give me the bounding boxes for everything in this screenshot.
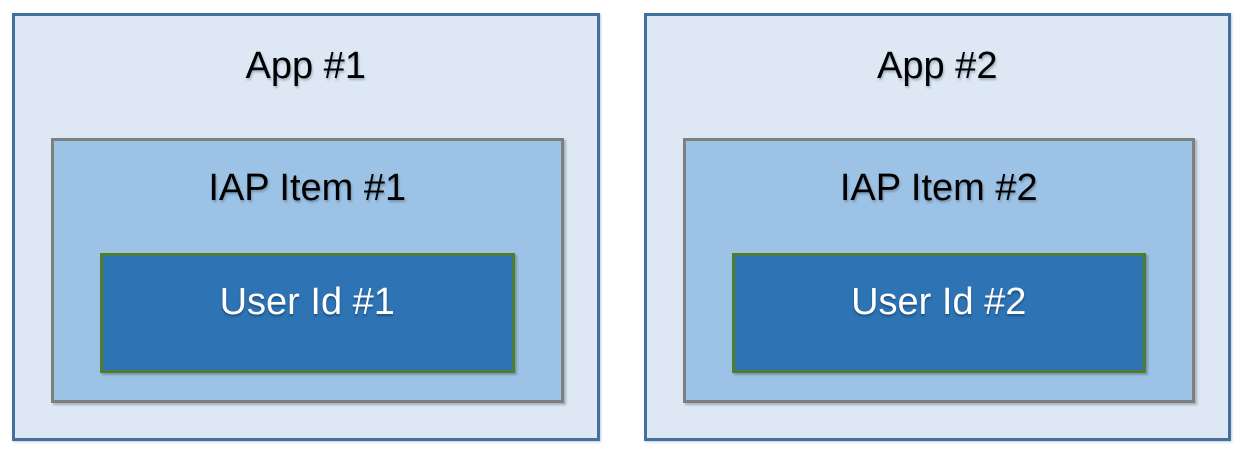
user-id-1-title: User Id #1	[219, 281, 395, 323]
user-id-1-box: User Id #1	[100, 253, 515, 373]
app-1-box: App #1 IAP Item #1 User Id #1	[12, 13, 600, 441]
app-2-box: App #2 IAP Item #2 User Id #2	[643, 13, 1231, 441]
user-id-2-box: User Id #2	[731, 253, 1146, 373]
iap-item-2-title: IAP Item #2	[839, 167, 1038, 209]
iap-item-1-title: IAP Item #1	[208, 167, 407, 209]
app-2-title: App #2	[877, 45, 998, 87]
user-id-2-title: User Id #2	[851, 281, 1027, 323]
app-1-title: App #1	[245, 45, 366, 87]
iap-item-1-box: IAP Item #1 User Id #1	[51, 138, 564, 403]
iap-item-2-box: IAP Item #2 User Id #2	[682, 138, 1195, 403]
